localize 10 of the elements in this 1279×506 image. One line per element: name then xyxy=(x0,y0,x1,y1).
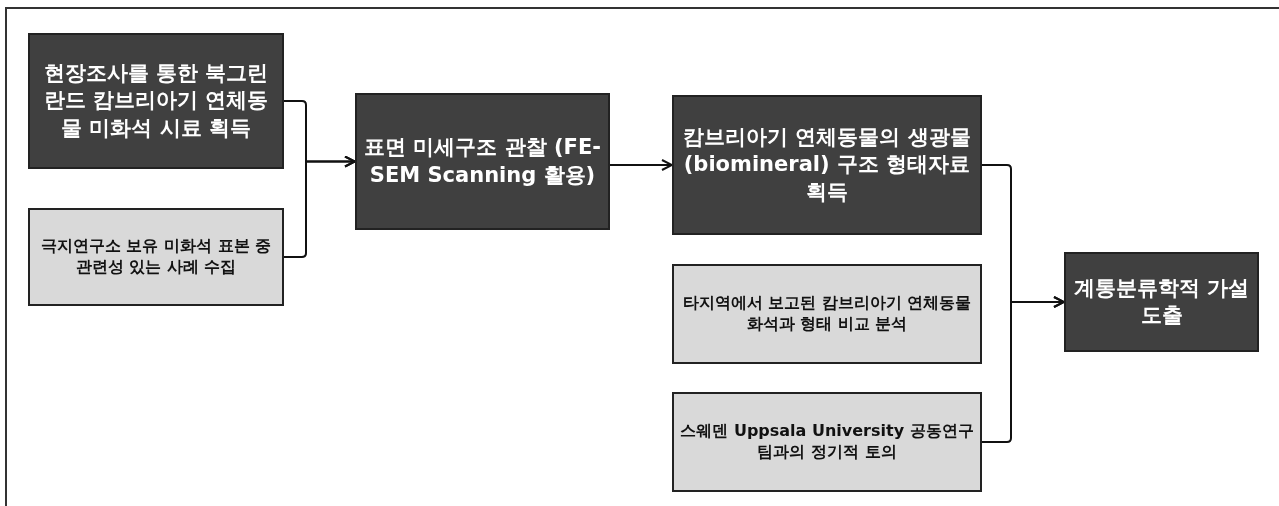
process-box: 타지역에서 보고된 캄브리아기 연체동물 화석과 형태 비교 분석 xyxy=(672,264,982,364)
process-box: 계통분류학적 가설 도출 xyxy=(1064,252,1259,352)
process-box: 현장조사를 통한 북그린란드 캄브리아기 연체동물 미화석 시료 획득 xyxy=(28,33,284,169)
arrow xyxy=(981,296,1065,443)
process-box: 스웨덴 Uppsala University 공동연구팀과의 정기적 토의 xyxy=(672,392,982,492)
arrow xyxy=(283,155,356,258)
process-box: 캄브리아기 연체동물의 생광물(biomineral) 구조 형태자료 획득 xyxy=(672,95,982,235)
process-box: 극지연구소 보유 미화석 표본 중 관련성 있는 사례 수집 xyxy=(28,208,284,306)
process-box: 표면 미세구조 관찰 (FE-SEM Scanning 활용) xyxy=(355,93,610,230)
arrow xyxy=(609,159,673,171)
